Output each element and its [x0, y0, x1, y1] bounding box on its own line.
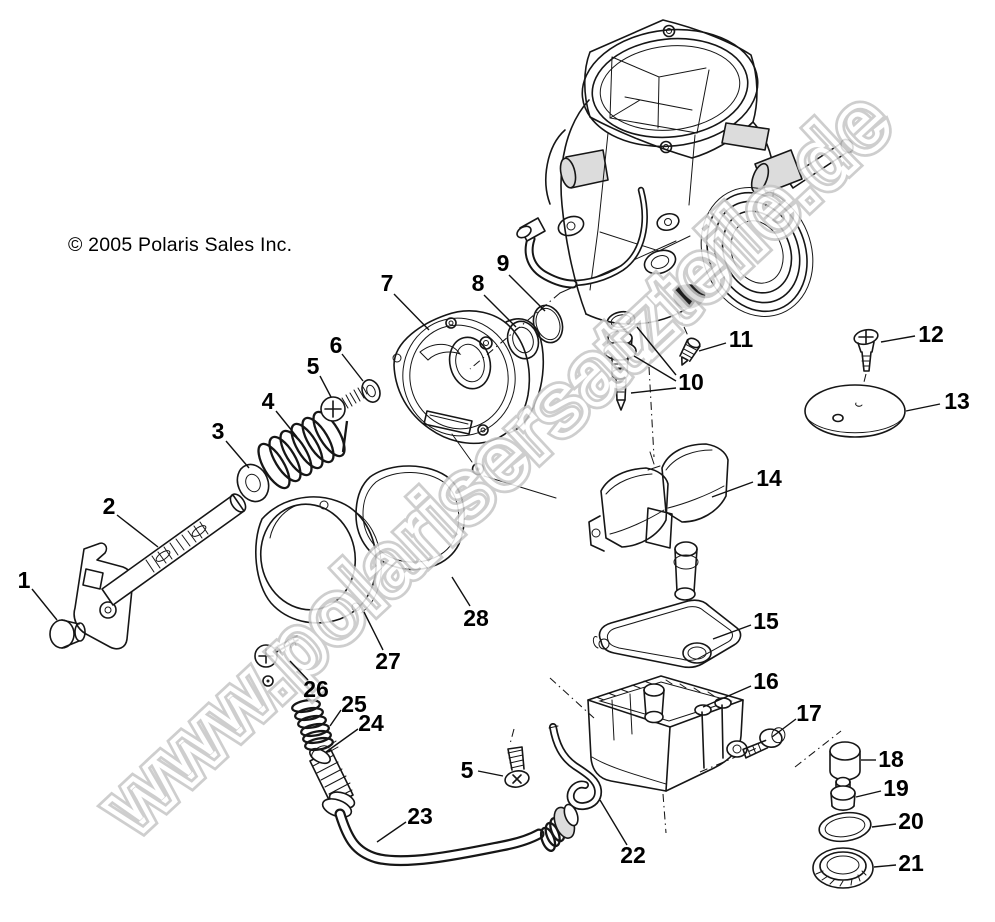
bowl-rim-hatch [595, 679, 715, 701]
callout-label-20-19: 20 [898, 808, 924, 834]
leader-line-5-4 [319, 375, 332, 398]
leader-line-4-3 [275, 410, 298, 438]
callout-label-25-24: 25 [341, 691, 367, 717]
pilot-jet [679, 337, 701, 366]
chamber-cover-group [392, 304, 564, 476]
leader-line-19-18 [855, 790, 882, 798]
leader-line-12-11 [880, 335, 916, 343]
callout-label-6-5: 6 [330, 332, 343, 358]
leader-line-20-19 [871, 823, 897, 828]
leader-line-25-24 [329, 709, 342, 727]
callout-label-12-11: 12 [918, 321, 944, 347]
callout-label-5-26: 5 [461, 757, 474, 783]
callout-label-18-17: 18 [878, 746, 904, 772]
callout-label-4-3: 4 [262, 388, 275, 414]
callout-label-11-10: 11 [729, 326, 754, 352]
callout-label-28-28: 28 [463, 605, 489, 631]
leader-line-10-9 [636, 326, 677, 376]
leader-line-6-5 [341, 353, 364, 382]
leader-line-16-15 [702, 685, 752, 708]
return-spring [257, 410, 349, 490]
callout-label-22-21: 22 [620, 842, 646, 868]
leader-line-10-9 [630, 387, 677, 394]
plug-ribs [815, 870, 867, 887]
leader-line-22-21 [599, 799, 628, 846]
callout-label-15-14: 15 [753, 608, 779, 634]
leader-line-11-10 [698, 342, 727, 352]
leader-line-24-23 [325, 728, 359, 753]
diaphragm-group [255, 465, 466, 624]
callout-label-27-27: 27 [375, 648, 401, 674]
callout-label-23-22: 23 [407, 803, 433, 829]
drain-screw [742, 727, 786, 759]
jet-stack-group [603, 310, 701, 411]
copyright-text: © 2005 Polaris Sales Inc. [68, 234, 293, 256]
screw-5-threads [341, 386, 368, 409]
callout-label-8-7: 8 [472, 270, 485, 296]
callout-label-5-4: 5 [307, 353, 320, 379]
leader-line-17-16 [771, 718, 797, 738]
leader-line-21-20 [873, 864, 897, 868]
plate-screw-group [804, 328, 906, 438]
float-bowl-group [587, 675, 786, 792]
leader-line-23-22 [376, 821, 407, 843]
cable-assembly-group [254, 635, 579, 867]
lever-shaft-group [49, 379, 381, 650]
bowl-gasket [592, 599, 742, 669]
callout-label-16-15: 16 [753, 668, 779, 694]
carburetor-body-drawing [516, 19, 854, 325]
callout-label-21-20: 21 [898, 850, 924, 876]
callout-label-19-18: 19 [883, 775, 909, 801]
callout-label-24-23: 24 [358, 710, 384, 736]
callout-label-7-6: 7 [381, 270, 394, 296]
leader-line-28-28 [451, 576, 471, 607]
float-assembly [588, 443, 729, 601]
callout-label-26-25: 26 [303, 676, 329, 702]
vent-hose [548, 723, 603, 811]
callout-label-17-16: 17 [796, 700, 822, 726]
leader-line-15-14 [712, 624, 752, 640]
callout-label-2-1: 2 [103, 493, 116, 519]
leader-line-13-12 [905, 403, 941, 412]
callout-label-14-13: 14 [756, 465, 782, 491]
leader-line-27-27 [363, 611, 384, 651]
leader-line-3-2 [225, 440, 250, 469]
leader-line-8-7 [483, 294, 517, 328]
callout-label-3-2: 3 [212, 418, 225, 444]
callout-label-9-8: 9 [497, 250, 510, 276]
leader-line-7-6 [393, 293, 430, 331]
leader-line-10-9 [633, 355, 677, 382]
callout-label-1-0: 1 [18, 567, 31, 593]
drain-plug-stack [812, 741, 874, 889]
leader-line-2-1 [116, 514, 159, 548]
callout-label-13-12: 13 [944, 388, 970, 414]
cable-ferrule [539, 803, 579, 852]
leader-line-26-25 [289, 660, 309, 681]
callout-label-10-9: 10 [678, 369, 704, 395]
leader-line-14-13 [711, 481, 754, 498]
leader-line-9-8 [508, 274, 546, 312]
leader-line-1-0 [31, 588, 58, 621]
leader-line-5-26 [477, 770, 504, 777]
idle-spring [291, 698, 334, 752]
